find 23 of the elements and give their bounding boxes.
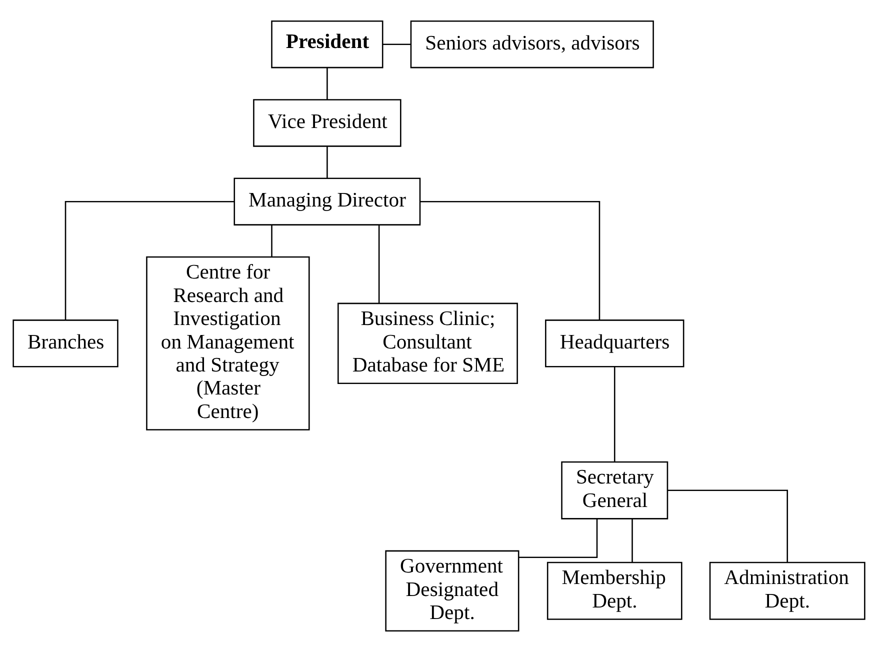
connector <box>271 225 272 257</box>
node-box: Managing Director <box>234 178 421 226</box>
node-box: President <box>271 20 384 68</box>
node-box: Business Clinic; Consultant Database for SME <box>338 302 518 384</box>
connector <box>64 200 234 320</box>
node-box: Centre for Research and Investigation on Management and Strategy (Master Centre) <box>146 256 310 430</box>
node-box: Branches <box>12 320 118 368</box>
connector <box>326 68 328 100</box>
node-box: Government Designated Dept. <box>385 550 520 632</box>
node-box: Headquarters <box>545 320 684 368</box>
connector <box>420 200 600 320</box>
connector <box>668 490 788 562</box>
node-box: Membership Dept. <box>546 562 682 620</box>
connector <box>614 366 616 462</box>
node-box: Seniors advisors, advisors <box>410 20 654 68</box>
node-box: Administration Dept. <box>709 562 866 620</box>
connector <box>382 44 411 45</box>
node-box: Vice President <box>253 99 402 147</box>
connector <box>632 518 633 562</box>
connector <box>326 146 328 178</box>
node-box: Secretary General <box>561 461 668 520</box>
connector <box>378 225 380 304</box>
connector <box>518 518 598 558</box>
